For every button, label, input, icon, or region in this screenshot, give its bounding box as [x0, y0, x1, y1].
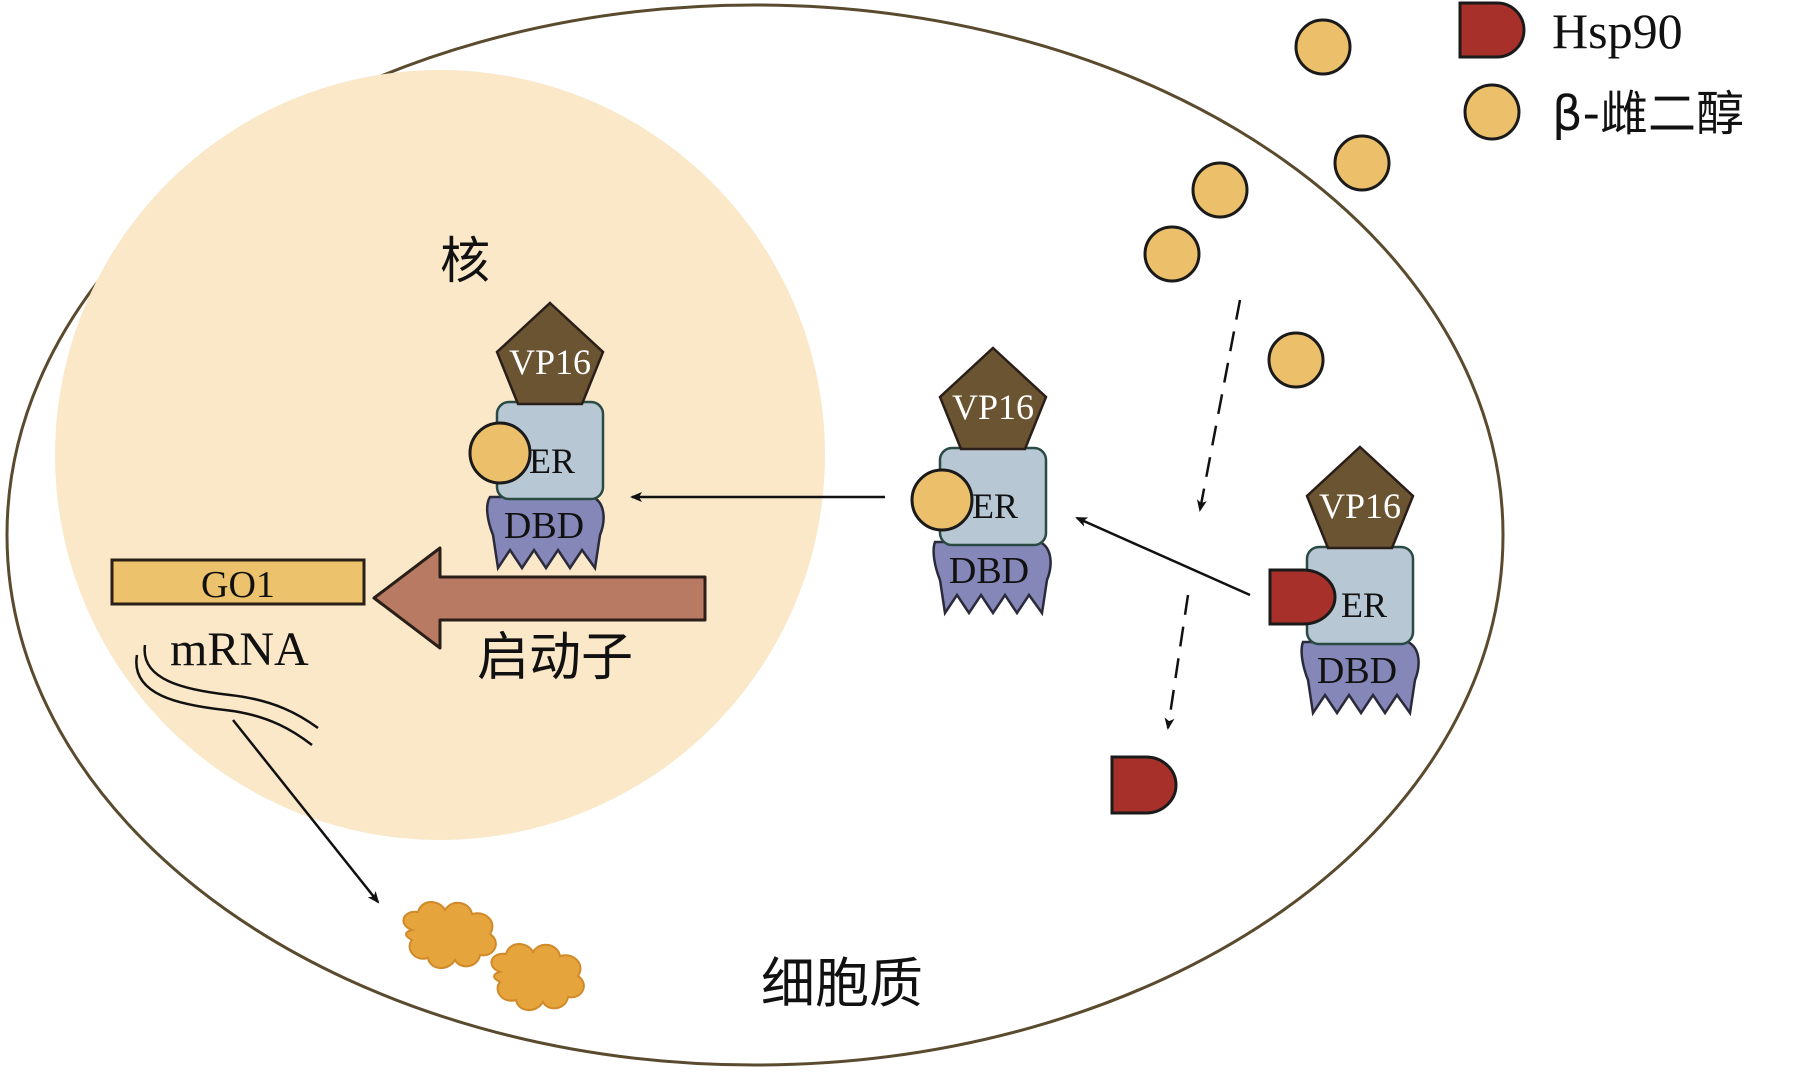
er-label: ER	[529, 441, 575, 481]
nucleus-label: 核	[440, 232, 490, 290]
mrna-strand-2	[135, 654, 313, 746]
dbd-shape	[932, 540, 1052, 617]
complex-hsp90: DBD ER VP16	[1268, 445, 1420, 717]
estradiol-bound	[910, 468, 974, 532]
vp16-label: VP16	[1319, 486, 1401, 526]
legend-hsp90-label: Hsp90	[1552, 3, 1683, 59]
estradiol-free	[1267, 331, 1325, 389]
estradiol-free	[1333, 134, 1391, 192]
er-label: ER	[1341, 585, 1387, 625]
translation-arrow	[232, 719, 380, 904]
dbd-label: DBD	[949, 550, 1029, 592]
vp16-pentagon	[938, 346, 1048, 451]
mrna-strand-1	[143, 644, 319, 730]
estradiol-free	[1294, 18, 1352, 76]
estradiol-free	[1143, 225, 1201, 283]
hsp90-release-dashed-arrow	[1164, 594, 1190, 730]
promoter-arrow	[372, 546, 707, 650]
hsp90-released	[1110, 755, 1178, 815]
dbd-label: DBD	[504, 505, 584, 547]
legend-estradiol-icon	[1463, 83, 1521, 141]
mrna-label: mRNA	[170, 623, 309, 676]
vp16-label: VP16	[509, 342, 591, 382]
gene-box	[110, 558, 366, 606]
dbd-label: DBD	[1317, 650, 1397, 692]
gene-label: GO1	[201, 564, 275, 606]
protein-blob-2	[490, 943, 585, 1011]
complex-nucleus: DBD ER VP16	[468, 301, 605, 572]
legend-estradiol-label: β-雌二醇	[1552, 86, 1744, 142]
er-label: ER	[972, 486, 1018, 526]
estradiol-bound	[468, 421, 532, 485]
activation-arrow	[1075, 516, 1251, 597]
vp16-pentagon	[1305, 445, 1415, 550]
complex-cytoplasm: DBD ER VP16	[910, 346, 1052, 617]
nucleus	[55, 70, 825, 840]
dbd-shape	[485, 495, 605, 572]
promoter-label: 启动子	[477, 628, 633, 688]
vp16-label: VP16	[952, 387, 1034, 427]
cytoplasm-label: 细胞质	[761, 952, 923, 1015]
protein-blob-1	[402, 901, 497, 969]
estradiol-free	[1191, 161, 1249, 219]
legend: Hsp90 β-雌二醇	[1458, 1, 1744, 142]
hsp90-bound	[1268, 568, 1337, 626]
estradiol-entry-dashed-arrow	[1196, 299, 1242, 512]
dbd-shape	[1300, 640, 1420, 717]
vp16-pentagon	[495, 301, 605, 406]
legend-hsp90-icon	[1458, 1, 1526, 59]
